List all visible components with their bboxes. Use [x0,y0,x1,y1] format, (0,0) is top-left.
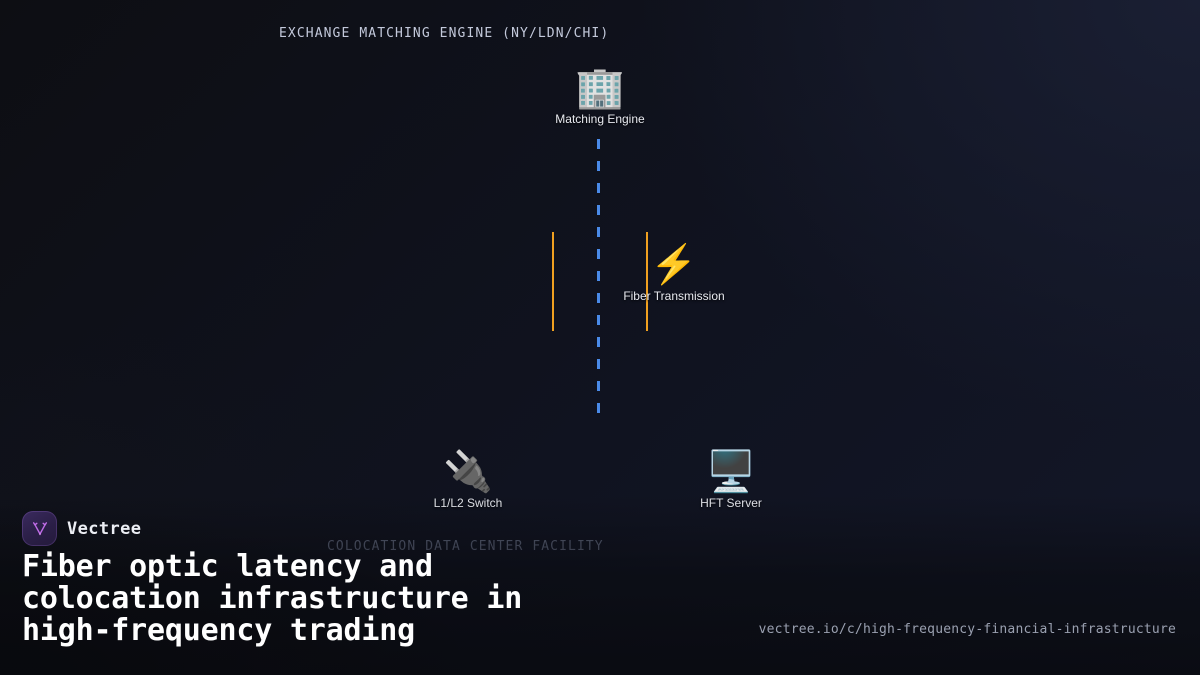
link-exchange-to-colocation [597,139,600,417]
page-title-line-1: Fiber optic latency and [22,549,433,584]
exchange-section-caption: EXCHANGE MATCHING ENGINE (NY/LDN/CHI) [279,26,610,41]
node-l1-l2-switch[interactable]: 🔌 L1/L2 Switch [388,450,548,510]
page-title-line-3: high-frequency trading [22,613,415,648]
node-label-l1-l2-switch: L1/L2 Switch [433,496,503,510]
node-fiber-transmission[interactable]: ⚡ Fiber Transmission [594,243,754,303]
node-label-matching-engine: Matching Engine [555,112,645,126]
node-label-fiber-transmission: Fiber Transmission [623,289,725,303]
source-url[interactable]: vectree.io/c/high-frequency-financial-in… [758,622,1176,637]
page-title-line-2: colocation infrastructure in [22,581,523,616]
brand-name: Vectree [67,518,142,539]
vectree-v-logo-icon [22,511,57,546]
link-fiber-path-left [552,232,554,331]
link-fiber-path-right [646,232,648,331]
electric-plug-icon: 🔌 [443,450,493,494]
brand-row: Vectree [22,511,141,546]
node-hft-server[interactable]: 🖥️ HFT Server [651,450,811,510]
node-label-hft-server: HFT Server [700,496,762,510]
high-voltage-icon: ⚡ [650,244,698,286]
office-building-icon: 🏢 [575,66,625,110]
page-title: Fiber optic latency and colocation infra… [22,551,722,647]
desktop-computer-icon: 🖥️ [706,450,756,494]
node-matching-engine[interactable]: 🏢 Matching Engine [520,66,680,126]
